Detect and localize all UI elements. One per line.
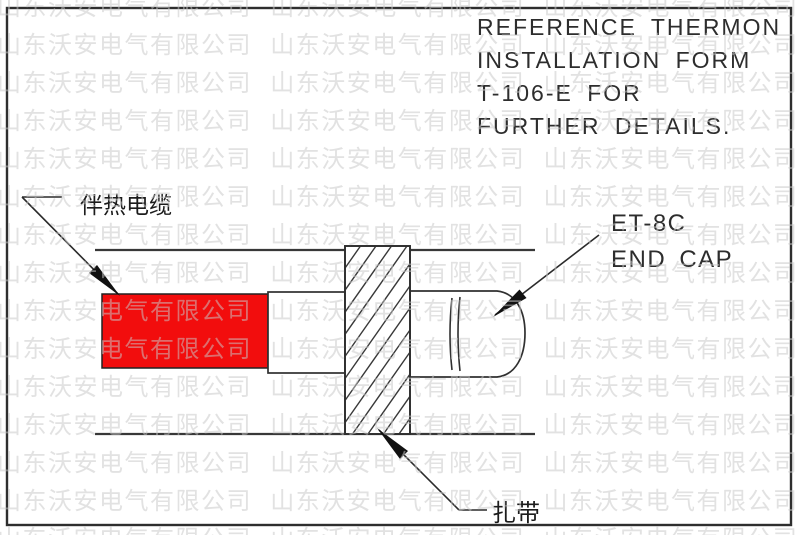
hatch-lines [344,245,411,435]
cable-tie-outline-top [344,245,411,435]
end-cap-label-line: ET-8C [611,210,687,237]
arrowhead-cable-tie [377,428,408,459]
cable-tie-outline [344,245,411,435]
hatch-line [344,245,377,291]
reference-note: REFERENCE THERMON INSTALLATION FORM T-10… [477,11,781,143]
reference-note-line: T-106-E FOR [477,80,642,106]
cable-tie-label: 扎带 [492,499,540,527]
cable-jacket [267,291,346,374]
reference-note-line: REFERENCE THERMON [477,14,782,40]
arrowhead-heat-cable [89,265,120,296]
hatch-line [344,245,393,313]
hatch-line [398,417,411,435]
heat-tracing-cable [101,293,269,369]
end-cap-label: ET-8C END CAP [611,206,733,278]
end-cap-shape [409,290,526,378]
cable-tie-band [344,245,411,435]
end-cap-label-line: END CAP [611,246,734,273]
end-cap-seam-right [457,296,461,372]
reference-note-line: INSTALLATION FORM [477,47,752,73]
hatch-line [351,351,411,435]
hatch-line [367,373,411,435]
hatch-line [344,245,408,335]
hatch-line [344,329,411,424]
hatch-line [382,395,411,435]
hatch-line [344,307,411,401]
end-cap-seam-left [449,297,453,371]
drawing-frame [5,6,793,527]
hatch-line [344,263,411,357]
hatch-line [344,245,362,269]
hatch-line [344,285,411,379]
reference-note-line: FURTHER DETAILS. [477,113,732,139]
heat-cable-label: 伴热电缆 [80,193,172,219]
arrowhead-end-cap [493,289,527,317]
